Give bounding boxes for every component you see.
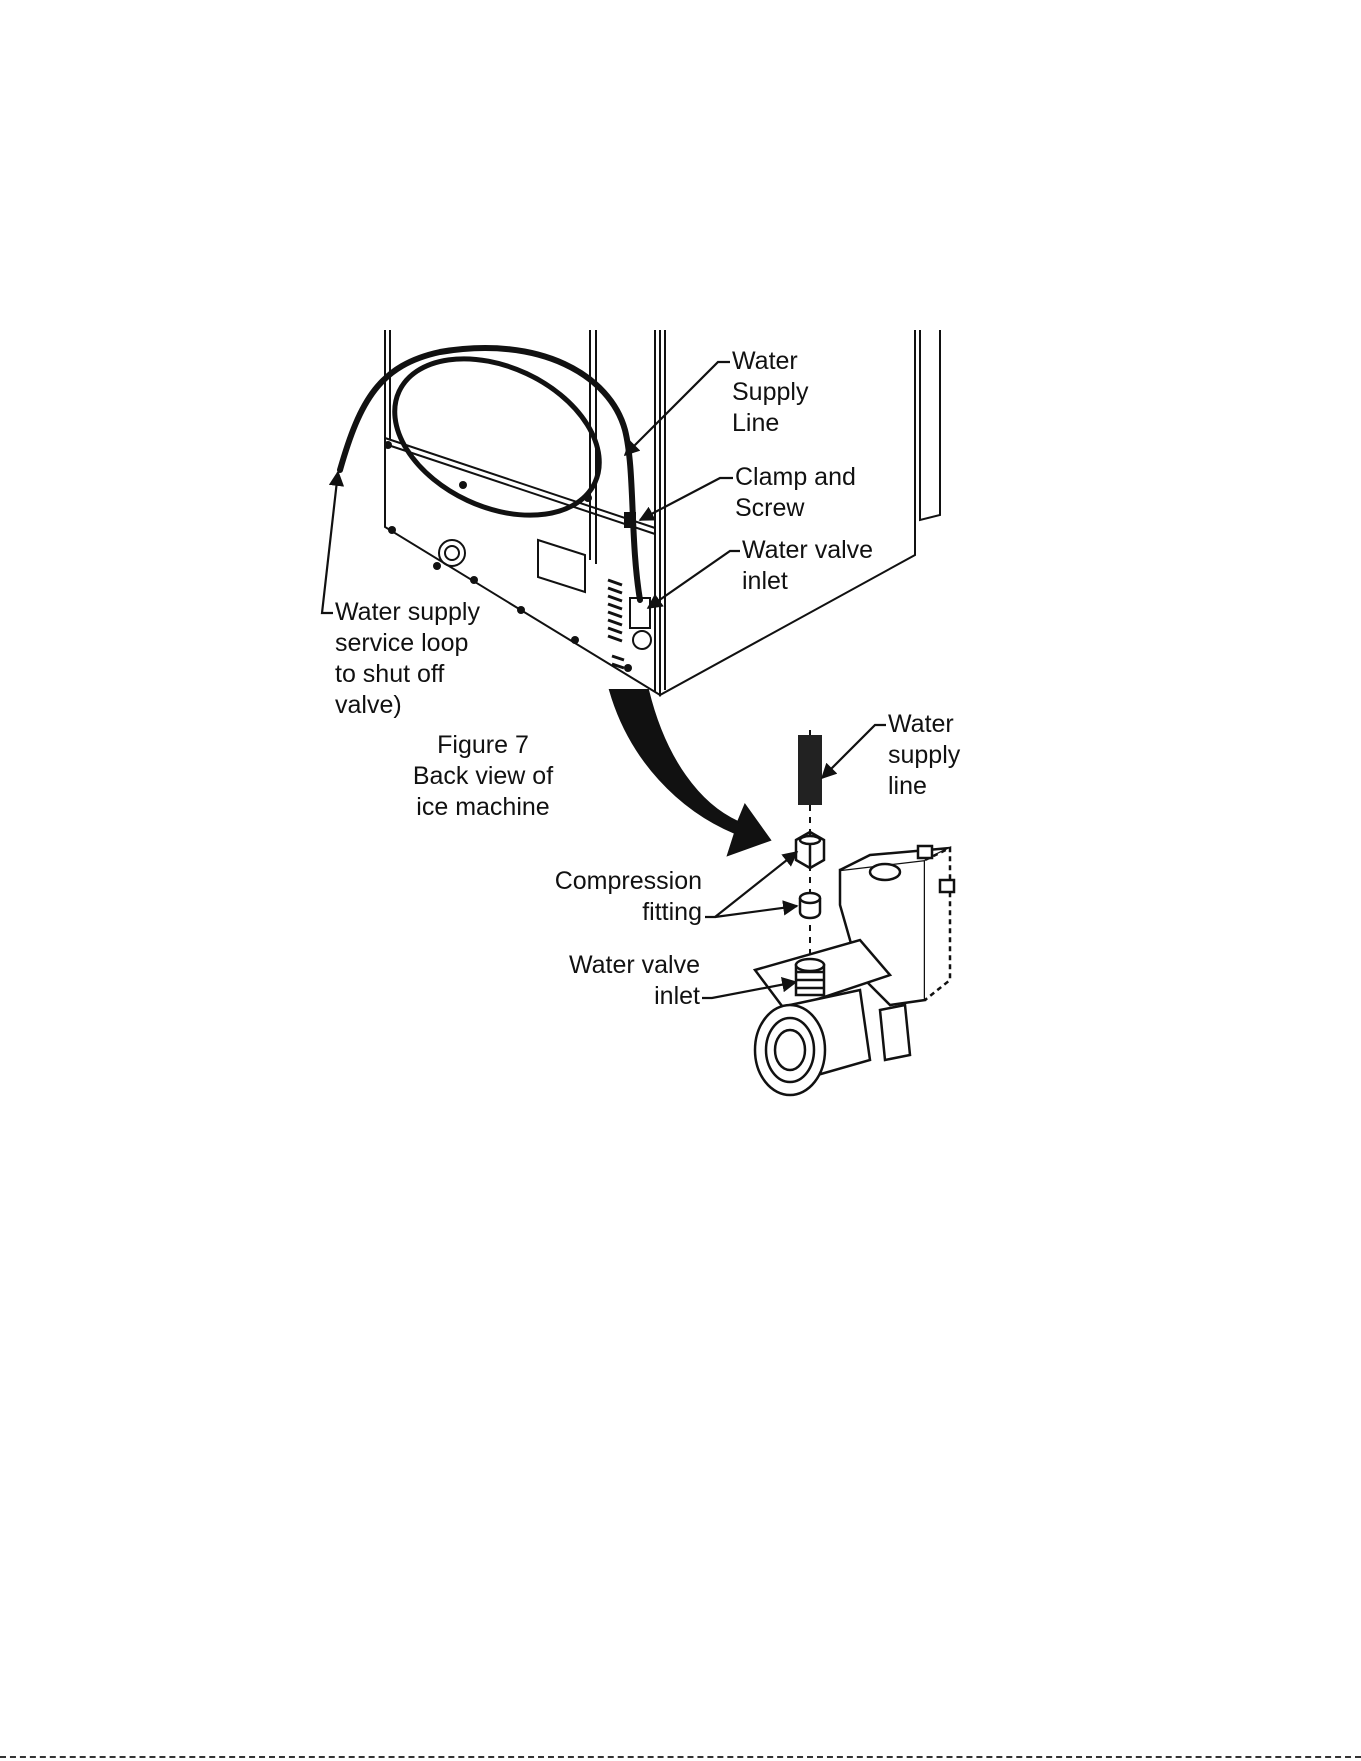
label-water-valve-inlet-top: Water valve inlet	[742, 535, 873, 597]
clamp	[624, 512, 636, 528]
tube-piece	[798, 730, 822, 805]
ferrule	[800, 893, 820, 918]
label-service-loop: Water supply service loop to shut off va…	[335, 597, 480, 721]
label-water-supply-line-detail: Water supply line	[888, 709, 960, 802]
page-footer-rule	[0, 1756, 1361, 1758]
label-water-supply-line-top: Water Supply Line	[732, 346, 808, 439]
label-water-valve-inlet-detail: Water valve inlet	[540, 950, 700, 1012]
label-clamp-and-screw: Clamp and Screw	[735, 462, 856, 524]
water-valve	[755, 846, 954, 1095]
compression-nut	[796, 832, 824, 868]
label-compression-fitting: Compression fitting	[540, 866, 702, 928]
detail-arrow	[610, 690, 770, 855]
figure-caption: Figure 7 Back view of ice machine	[398, 730, 568, 823]
